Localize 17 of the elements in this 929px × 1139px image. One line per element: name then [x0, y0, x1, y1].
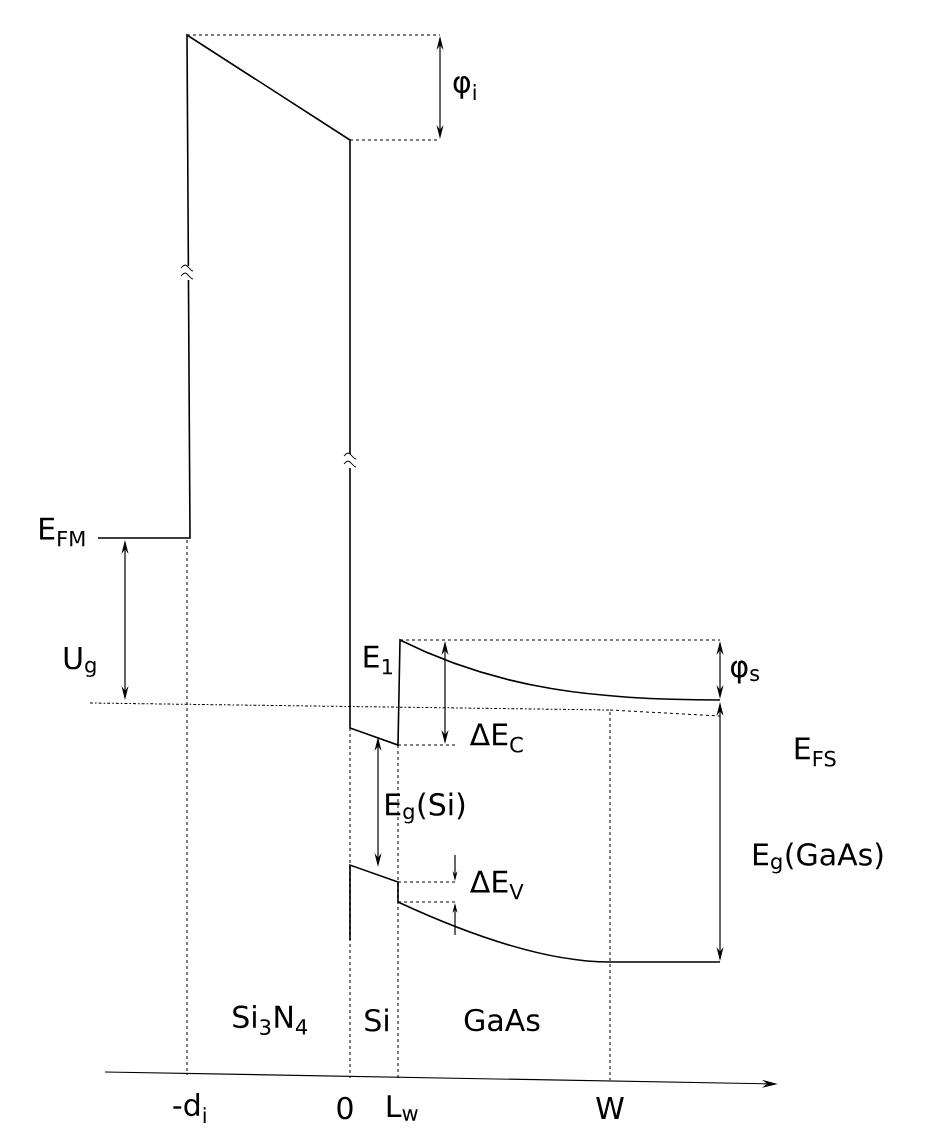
energy-label: φ$_{s}$: [731, 660, 760, 684]
region-label: Si: [365, 1008, 388, 1032]
energy-label: E$_{g}$(Si): [386, 792, 465, 824]
energy-label: E$_{g}$(GaAs): [753, 842, 883, 874]
region-label: Si$_{3}$N$_{4}$: [233, 1004, 308, 1036]
energy-label: ΔE$_{C}$: [469, 723, 523, 753]
energy-label: E$_{FS}$: [795, 737, 836, 767]
axis-label: 0: [337, 1096, 353, 1120]
energy-label: E$_{1}$: [364, 645, 392, 675]
axis-label: W: [596, 1097, 624, 1119]
energy-label: U$_{g}$: [64, 647, 96, 677]
region-label: GaAs: [464, 1008, 540, 1032]
axis-label: L$_{w}$: [387, 1095, 418, 1121]
axis-label: -d$_{i}$: [173, 1092, 206, 1124]
energy-label: φ$_{i}$: [453, 76, 476, 100]
energy-label: E$_{FM}$: [40, 517, 85, 547]
energy-label: ΔE$_{V}$: [470, 870, 524, 900]
